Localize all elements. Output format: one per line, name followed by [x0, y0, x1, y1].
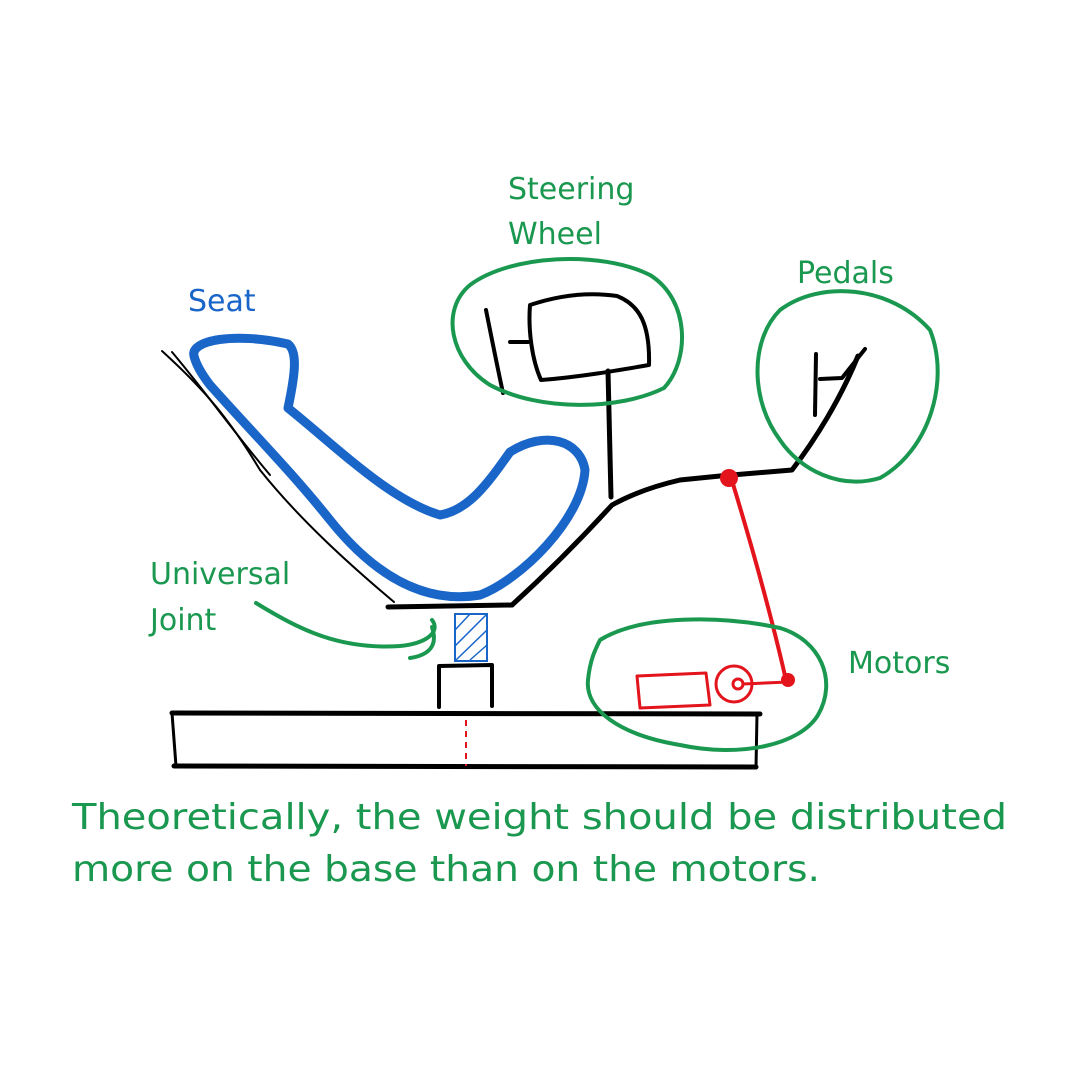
universal-joint-label-line1: Universal: [150, 557, 290, 592]
motor-joint-bottom: [781, 673, 795, 687]
steering-wheel-label-line2: Wheel: [508, 217, 602, 252]
motors-label: Motors: [848, 646, 950, 681]
motors-circle: [585, 617, 829, 752]
motor-joint-top: [720, 469, 738, 487]
steering-wheel-label-line1: Steering: [508, 172, 634, 207]
pedals-label: Pedals: [797, 256, 894, 291]
steering-wheel-circle: [450, 257, 685, 407]
base-platform: [169, 710, 763, 770]
universal-joint: [454, 613, 488, 662]
seat-label: Seat: [188, 284, 256, 319]
universal-joint-arrow: [254, 601, 437, 660]
seat-frame: [161, 350, 861, 610]
caption-line2: more on the base than on the motors.: [72, 849, 820, 890]
caption-line1: Theoretically, the weight should be dist…: [71, 797, 1007, 838]
pedal-shape: [813, 347, 867, 417]
motor-shape: [635, 482, 790, 710]
pedals-circle: [755, 289, 940, 484]
seat-shape: [189, 333, 590, 602]
universal-joint-label-line2: Joint: [148, 603, 217, 638]
pedestal: [437, 663, 494, 709]
steering-wheel-shape: [484, 292, 652, 395]
